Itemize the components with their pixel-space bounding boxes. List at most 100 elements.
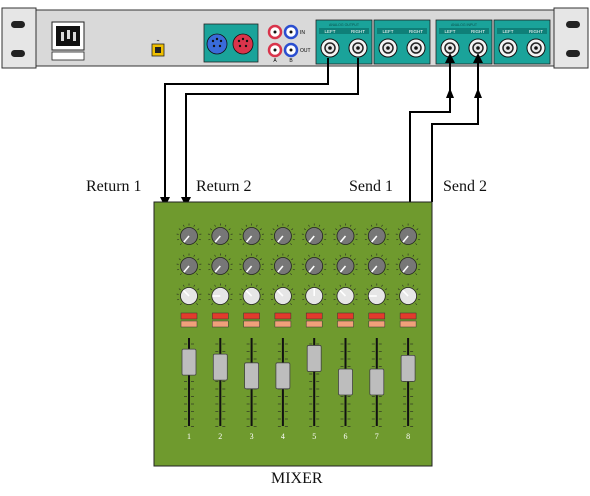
- solo-button[interactable]: [180, 320, 198, 328]
- mute-button[interactable]: [180, 312, 198, 320]
- solo-button[interactable]: [337, 320, 354, 328]
- channel-knob[interactable]: [239, 223, 264, 246]
- channel-knob[interactable]: [395, 253, 421, 276]
- channel-number: 6: [344, 432, 348, 441]
- io-jack-label: LEFT: [382, 29, 393, 34]
- mute-button[interactable]: [243, 312, 260, 320]
- io-section-title: ANALOG OUTPUT: [329, 23, 360, 27]
- send-1-cable: [409, 53, 455, 202]
- solo-button[interactable]: [399, 320, 417, 328]
- fader-cap[interactable]: [181, 348, 197, 376]
- channel-knob[interactable]: [395, 223, 421, 246]
- rca-out-label: OUT: [300, 48, 311, 54]
- rack-mount-hole: [566, 50, 580, 57]
- solo-button[interactable]: [368, 320, 386, 328]
- channel-knob[interactable]: [176, 223, 202, 246]
- io-jack-label: RIGHT: [351, 29, 365, 34]
- rack-mount-hole: [11, 50, 25, 57]
- channel-strip: 1: [176, 223, 202, 441]
- midi-in-jack: [206, 33, 228, 55]
- io-jack-label: LEFT: [502, 29, 513, 34]
- channel-strip: 3: [239, 223, 264, 441]
- channel-knob[interactable]: [239, 283, 264, 306]
- mute-button[interactable]: [337, 312, 354, 320]
- rack-ear-right: [553, 7, 589, 69]
- channel-knob[interactable]: [364, 223, 390, 246]
- channel-knob[interactable]: [333, 283, 358, 306]
- fader-cap[interactable]: [400, 354, 416, 382]
- fader-cap[interactable]: [338, 368, 353, 396]
- channel-number: 2: [218, 432, 222, 441]
- channel-knob[interactable]: [333, 253, 358, 276]
- channel-knob[interactable]: [333, 223, 358, 246]
- mute-button[interactable]: [399, 312, 417, 320]
- rca-section: IN OUT A B: [267, 24, 311, 64]
- channel-knob[interactable]: [301, 223, 327, 246]
- io-jack-label: RIGHT: [529, 29, 543, 34]
- channel-knob[interactable]: [270, 253, 296, 276]
- mixer-body: [153, 201, 433, 467]
- channel-strip: 8: [395, 223, 421, 441]
- rack-mount-hole: [11, 21, 25, 28]
- channel-knob[interactable]: [364, 283, 390, 306]
- solo-button[interactable]: [243, 320, 260, 328]
- io-jack-label: LEFT: [324, 29, 335, 34]
- channel-number: 1: [187, 432, 191, 441]
- return-2-cable: [181, 58, 359, 207]
- channel-knob[interactable]: [207, 253, 233, 276]
- fader-cap[interactable]: [275, 362, 291, 390]
- svg-text:⌁: ⌁: [156, 38, 159, 44]
- channel-knob[interactable]: [207, 283, 233, 306]
- channel-knob[interactable]: [395, 283, 421, 306]
- channel-knob[interactable]: [270, 223, 296, 246]
- usb-port: ⌁: [151, 38, 165, 57]
- channel-number: 4: [281, 432, 285, 441]
- rack-ear-left: [1, 7, 37, 69]
- rca-a-label: A: [273, 58, 277, 64]
- fader-cap[interactable]: [212, 353, 228, 381]
- io-jack-label: LEFT: [444, 29, 455, 34]
- return-2-label: Return 2: [196, 178, 252, 195]
- channel-strip: 6: [333, 223, 358, 441]
- solo-button[interactable]: [305, 320, 323, 328]
- io-jack-label: RIGHT: [471, 29, 485, 34]
- channel-strip: 4: [270, 223, 296, 441]
- send-1-label: Send 1: [349, 178, 393, 195]
- solo-button[interactable]: [274, 320, 292, 328]
- mute-button[interactable]: [368, 312, 386, 320]
- solo-button[interactable]: [212, 320, 229, 328]
- mute-button[interactable]: [305, 312, 323, 320]
- channel-knob[interactable]: [301, 283, 327, 306]
- mute-button[interactable]: [212, 312, 229, 320]
- send-arrowheads: [446, 88, 482, 98]
- io-section-1: ANALOG OUTPUT LEFT RIGHT: [315, 19, 373, 65]
- fader-cap[interactable]: [244, 362, 260, 390]
- channel-knob[interactable]: [176, 253, 202, 276]
- power-inlet: [51, 21, 85, 61]
- fader-cap[interactable]: [306, 345, 322, 372]
- channel-knob[interactable]: [239, 253, 264, 276]
- send-2-label: Send 2: [443, 178, 487, 195]
- midi-section: [203, 23, 259, 63]
- channel-number: 3: [250, 432, 254, 441]
- channel-knob[interactable]: [301, 253, 327, 276]
- channel-knob[interactable]: [270, 283, 296, 306]
- rack-mount-hole: [566, 21, 580, 28]
- channel-knob[interactable]: [364, 253, 390, 276]
- rca-in-label: IN: [300, 30, 305, 36]
- channel-strip: 7: [364, 223, 390, 441]
- io-jack-label: RIGHT: [409, 29, 423, 34]
- mute-button[interactable]: [274, 312, 292, 320]
- return-1-label: Return 1: [86, 178, 142, 195]
- channel-number: 8: [406, 432, 410, 441]
- io-section-2: LEFT RIGHT: [373, 19, 431, 65]
- fader-cap[interactable]: [369, 368, 385, 396]
- channel-knob[interactable]: [176, 283, 202, 306]
- channel-knob[interactable]: [207, 223, 233, 246]
